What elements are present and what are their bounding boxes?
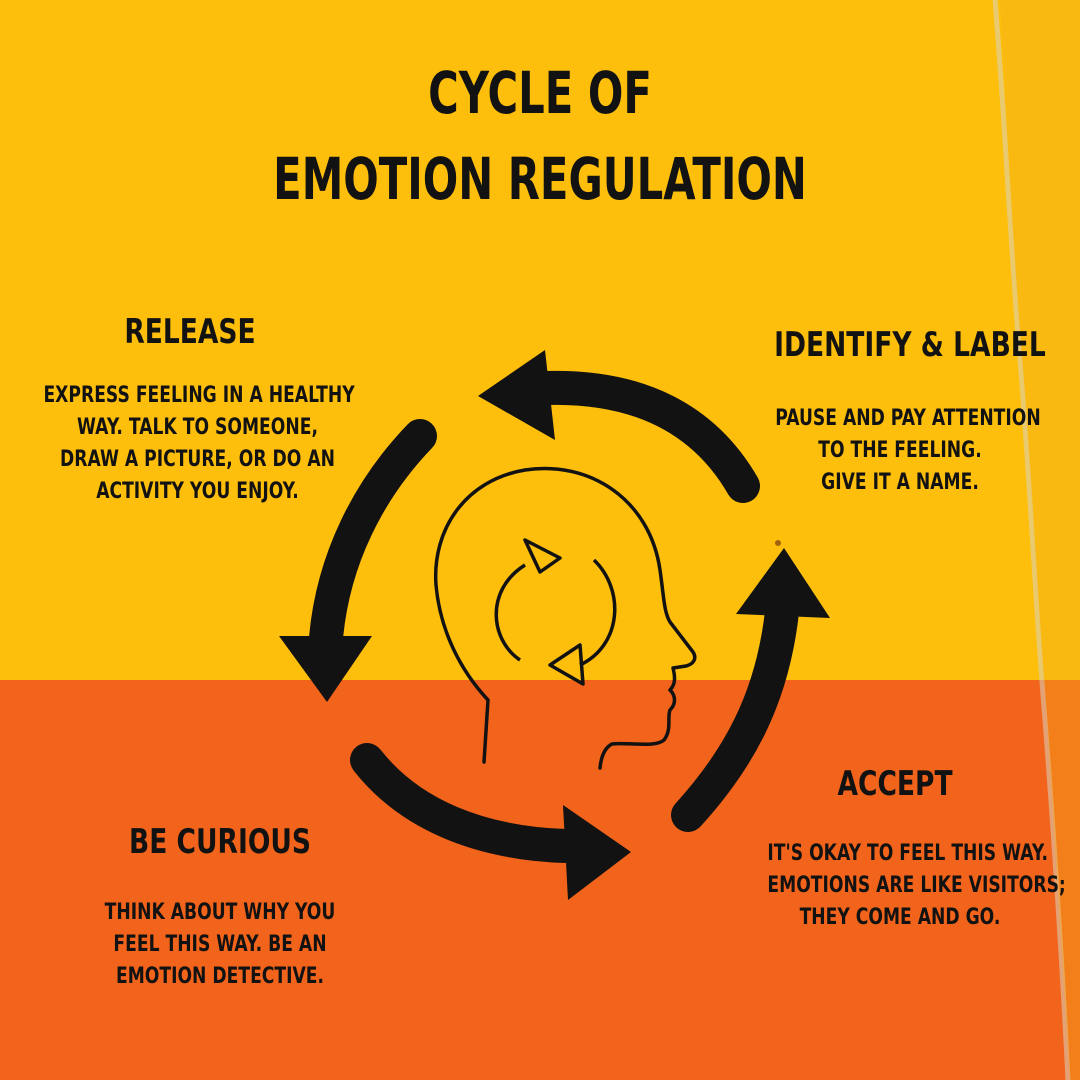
head-profile-icon <box>433 466 697 770</box>
page-title: CYCLE OF EMOTION REGULATION <box>151 59 929 213</box>
step-text-line: ACTIVITY YOU ENJOY. <box>96 479 299 504</box>
orange-background <box>0 680 1080 1080</box>
step-text-release: EXPRESS FEELING IN A HEALTHY WAY. TALK T… <box>43 380 355 508</box>
title-line-2: EMOTION REGULATION <box>273 144 807 213</box>
step-text-line: IT'S OKAY TO FEEL THIS WAY. <box>767 841 1049 866</box>
step-text-line: DRAW A PICTURE, OR DO AN <box>60 447 335 472</box>
yellow-background <box>0 0 1080 680</box>
step-heading-release: RELEASE <box>124 312 256 352</box>
step-text-line: THINK ABOUT WHY YOU <box>104 900 336 925</box>
cycle-arrow-icon <box>671 548 830 832</box>
step-text-be-curious: THINK ABOUT WHY YOU FEEL THIS WAY. BE AN… <box>103 897 337 993</box>
step-heading-be-curious: BE CURIOUS <box>128 822 312 862</box>
step-text-identify-label: PAUSE AND PAY ATTENTION TO THE FEELING. … <box>775 403 1041 499</box>
step-text-line: WAY. TALK TO SOMEONE, <box>77 415 318 440</box>
step-text-line: EMOTION DETECTIVE. <box>115 964 324 989</box>
step-text-line: EXPRESS FEELING IN A HEALTHY <box>43 383 355 408</box>
step-text-line: TO THE FEELING. <box>818 438 982 463</box>
cycle-arrow-icon <box>279 419 437 702</box>
title-line-1: CYCLE OF <box>428 59 652 127</box>
step-text-line: FEEL THIS WAY. BE AN <box>113 932 327 957</box>
step-heading-identify-label: IDENTIFY & LABEL <box>774 325 1046 365</box>
step-text-line: GIVE IT A NAME. <box>821 470 979 495</box>
step-text-line: PAUSE AND PAY ATTENTION <box>775 406 1041 431</box>
step-text-line: EMOTIONS ARE LIKE VISITORS; <box>767 873 1066 898</box>
refresh-arrows-icon <box>494 538 617 686</box>
cycle-arrow-icon <box>350 743 631 900</box>
step-heading-accept: ACCEPT <box>837 764 953 804</box>
step-text-accept: IT'S OKAY TO FEEL THIS WAY. EMOTIONS ARE… <box>767 838 1066 934</box>
cycle-arrow-icon <box>478 350 760 503</box>
step-text-line: THEY COME AND GO. <box>799 905 1001 930</box>
